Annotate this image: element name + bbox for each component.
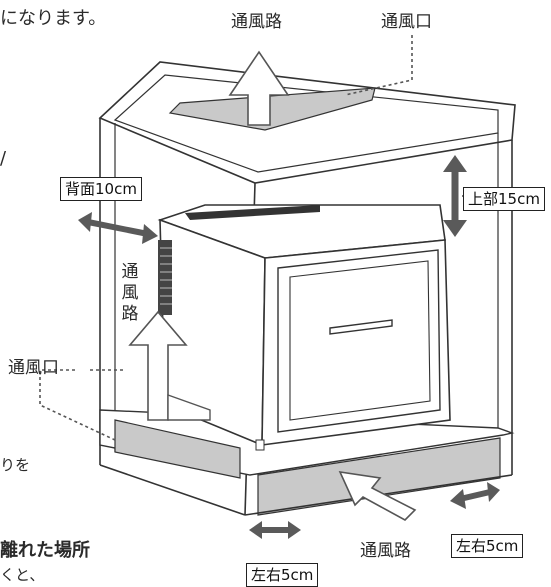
label-airflow-top: 通風路	[231, 12, 282, 32]
drawer-handle	[329, 319, 393, 335]
drawer-panel	[277, 249, 441, 433]
top-vent-opening	[168, 87, 376, 131]
label-side-clearance-right: 左右5cm	[451, 534, 524, 558]
label-vent-left: 通風口	[8, 358, 59, 378]
airflow-in-arrow-bottom	[338, 470, 417, 521]
top-clearance-arrow	[443, 155, 467, 237]
text-fragment-bold: 離れた場所	[0, 540, 90, 561]
label-back-clearance: 背面10cm	[60, 177, 142, 201]
text-fragment-top: になります。	[0, 8, 107, 29]
label-airflow-bottom: 通風路	[360, 541, 411, 561]
label-side-clearance-bottom: 左右5cm	[246, 563, 319, 587]
text-fragment-left: りを	[0, 456, 31, 474]
side-clearance-arrow-right	[450, 482, 500, 509]
bottom-vent-left	[114, 419, 241, 479]
label-top-clearance: 上部15cm	[463, 187, 545, 211]
bottom-vent-front	[257, 437, 501, 516]
text-fragment-cut: くと、	[0, 566, 45, 584]
vent-top-leader	[344, 35, 413, 96]
side-clearance-arrow-bottom	[249, 521, 301, 539]
back-clearance-arrow	[78, 212, 158, 244]
label-airflow-side: 通風路	[121, 262, 139, 324]
airflow-up-arrow-top	[228, 50, 290, 126]
text-fragment-slash: /	[0, 150, 7, 168]
label-vent-top: 通風口	[381, 12, 432, 32]
